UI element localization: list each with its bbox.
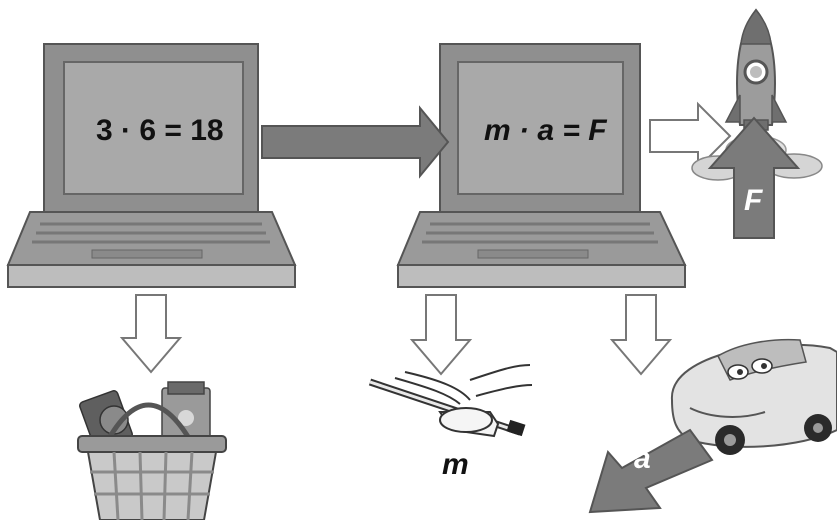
laptop-left (6, 43, 297, 288)
force-arrow-icon (707, 116, 801, 239)
toy-car-icon (670, 338, 837, 455)
laptop-right (396, 43, 687, 288)
connecting-arrow-icon (261, 105, 450, 179)
grocery-basket-icon (77, 381, 227, 520)
acceleration-arrow-icon (588, 428, 714, 514)
down-arrow-icon-mass (409, 294, 473, 376)
left-screen-equation: 3 · 6 = 18 (96, 114, 224, 147)
hands-gripping-rope-icon (368, 364, 533, 438)
down-arrow-icon-basket (119, 294, 183, 374)
acceleration-label: a (634, 442, 651, 475)
output-arrow-icon (649, 101, 732, 171)
force-label: F (744, 184, 763, 217)
mass-label: m (442, 448, 469, 481)
right-screen-equation: m · a = F (484, 114, 607, 147)
down-arrow-icon-acceleration (609, 294, 673, 376)
